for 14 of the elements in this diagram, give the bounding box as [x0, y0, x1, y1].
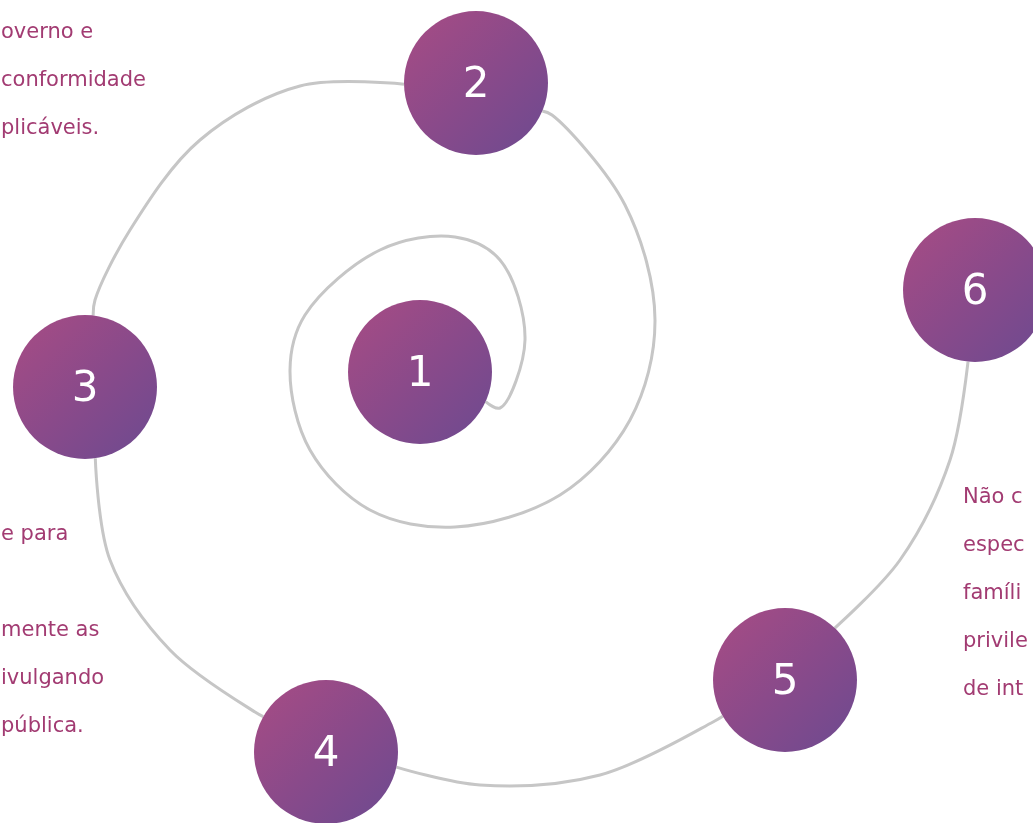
description-text: overno e conformidade plicáveis. [1, 18, 147, 141]
spiral-line [93, 458, 264, 718]
spiral-line [396, 715, 724, 788]
step-number: 2 [462, 62, 490, 104]
step-number: 4 [312, 731, 340, 773]
description-text: e para [1, 520, 70, 547]
description-text: Não c espec famíli privile de int [963, 483, 1029, 702]
step-number: 5 [771, 659, 799, 701]
spiral-line [288, 109, 657, 529]
step-number: 3 [71, 366, 99, 408]
spiral-line [91, 80, 405, 316]
description-text: mente as ivulgando pública. [1, 616, 106, 739]
step-number: 1 [406, 351, 434, 393]
step-number: 6 [961, 269, 989, 311]
